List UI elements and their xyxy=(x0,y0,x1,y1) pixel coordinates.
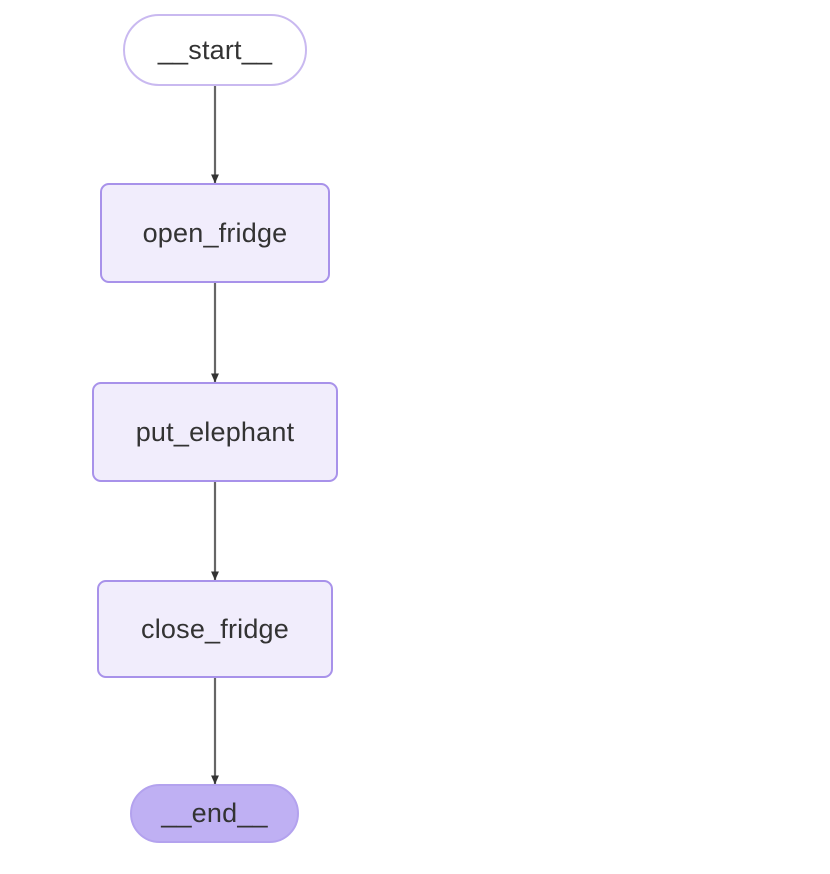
node-put-elephant[interactable]: put_elephant xyxy=(92,382,338,482)
node-end-label: __end__ xyxy=(161,798,268,828)
node-end[interactable]: __end__ xyxy=(130,784,299,843)
node-close-fridge[interactable]: close_fridge xyxy=(97,580,333,678)
node-open-fridge-label: open_fridge xyxy=(142,217,288,248)
node-start[interactable]: __start__ xyxy=(123,14,307,86)
node-open-fridge[interactable]: open_fridge xyxy=(100,183,330,283)
node-start-label: __start__ xyxy=(157,34,273,65)
node-close-fridge-label: close_fridge xyxy=(141,613,289,644)
node-put-elephant-label: put_elephant xyxy=(135,416,295,447)
